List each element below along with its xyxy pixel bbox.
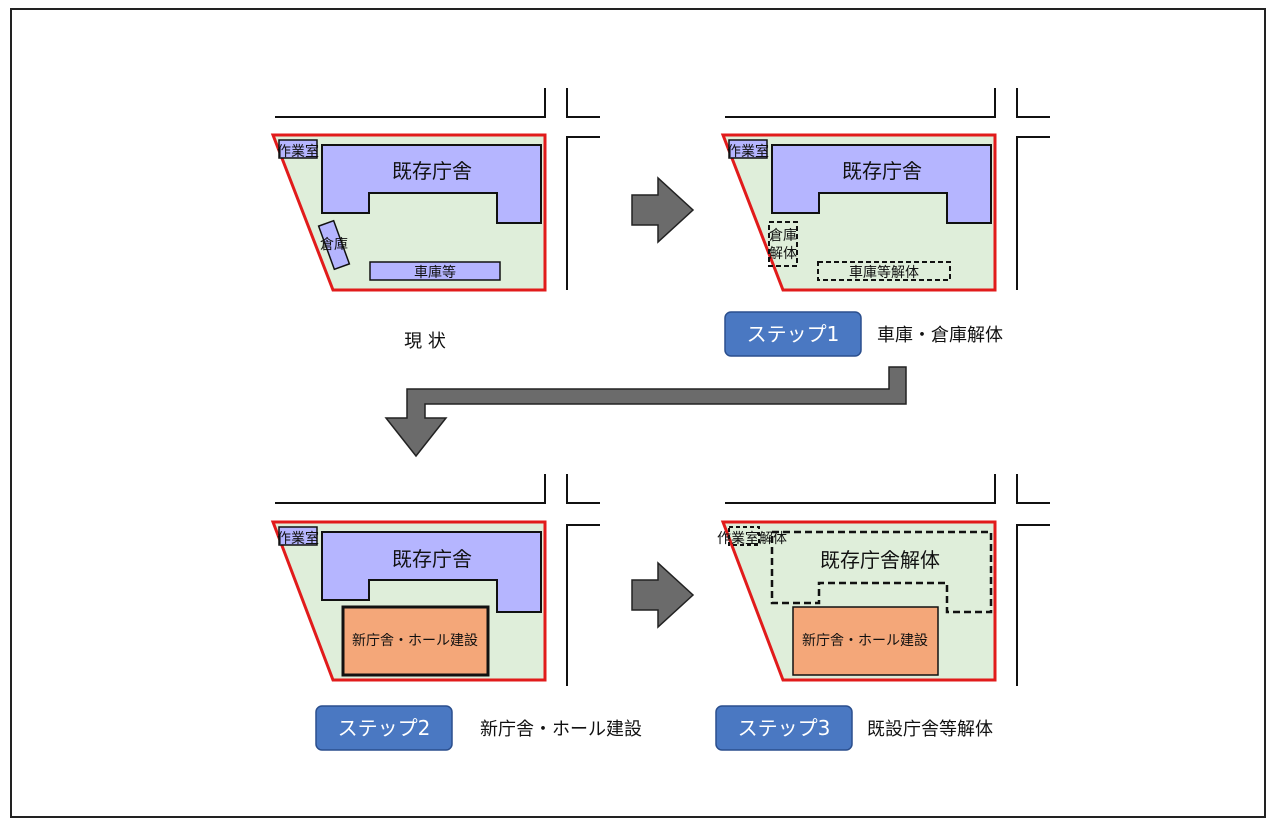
- new-building-label: 新庁舎・ホール建設: [352, 633, 478, 649]
- step1-badge-label: ステップ1: [747, 322, 840, 346]
- existing-building-demolition-outline: [770, 530, 993, 614]
- workshop: [278, 526, 318, 546]
- arrow-right-icon: [631, 561, 695, 629]
- workshop-demolition-outline: [728, 526, 760, 546]
- garage-demolition-label: 車庫等解体: [849, 264, 919, 281]
- step1-badge: [724, 311, 862, 357]
- garage: [369, 261, 501, 281]
- existing-building-label: 既存庁舎: [842, 159, 922, 183]
- panel-step3: 既存庁舎解体 作業室解体 新庁舎・ホール建設 ステップ3 既設庁舎等解体: [715, 474, 1050, 751]
- road-lines: [725, 88, 1050, 290]
- bent-arrow-icon: [384, 366, 907, 458]
- existing-building-demolition-label: 既存庁舎解体: [820, 548, 940, 572]
- workshop-label: 作業室: [277, 143, 319, 160]
- road-lines: [275, 474, 600, 686]
- warehouse-demolition-outline: [768, 221, 798, 267]
- warehouse-demolition-label-1: 倉庫: [769, 227, 797, 244]
- existing-building-label: 既存庁舎: [392, 159, 472, 183]
- garage-label: 車庫等: [414, 264, 456, 281]
- step3-caption: 既設庁舎等解体: [867, 719, 993, 740]
- new-building: [792, 606, 939, 676]
- step3-badge: [715, 705, 853, 751]
- step2-badge: [315, 705, 453, 751]
- new-building-label: 新庁舎・ホール建設: [802, 633, 928, 649]
- panel-current-state: 既存庁舎 作業室 倉庫 車庫等 現 状: [270, 88, 600, 352]
- existing-building: [771, 144, 992, 224]
- step2-caption: 新庁舎・ホール建設: [480, 719, 642, 740]
- step2-badge-label: ステップ2: [338, 716, 431, 740]
- existing-building-label: 既存庁舎: [392, 547, 472, 571]
- panel-step1: 既存庁舎 作業室 倉庫 解体 車庫等解体 ステップ1 車庫・倉庫解体: [720, 88, 1050, 357]
- current-state-caption: 現 状: [404, 331, 446, 352]
- workshop-demolition-label: 作業室解体: [717, 530, 787, 547]
- workshop: [278, 139, 318, 159]
- step1-caption: 車庫・倉庫解体: [877, 325, 1003, 346]
- step3-badge-label: ステップ3: [738, 716, 831, 740]
- new-building: [341, 605, 490, 677]
- warehouse-label: 倉庫: [320, 236, 348, 253]
- arrow-right-icon: [631, 176, 695, 244]
- warehouse: [317, 219, 351, 271]
- workshop-label: 作業室: [277, 530, 319, 547]
- road-lines: [725, 474, 1050, 686]
- warehouse-demolition-label-2: 解体: [769, 246, 797, 262]
- garage-demolition-outline: [817, 261, 951, 281]
- road-lines: [275, 88, 600, 290]
- diagram-frame: [10, 8, 1266, 818]
- workshop-label: 作業室: [727, 143, 769, 160]
- existing-building: [321, 531, 542, 613]
- workshop: [728, 139, 768, 159]
- existing-building: [321, 144, 542, 224]
- panel-step2: 既存庁舎 作業室 新庁舎・ホール建設 ステップ2 新庁舎・ホール建設: [270, 474, 642, 751]
